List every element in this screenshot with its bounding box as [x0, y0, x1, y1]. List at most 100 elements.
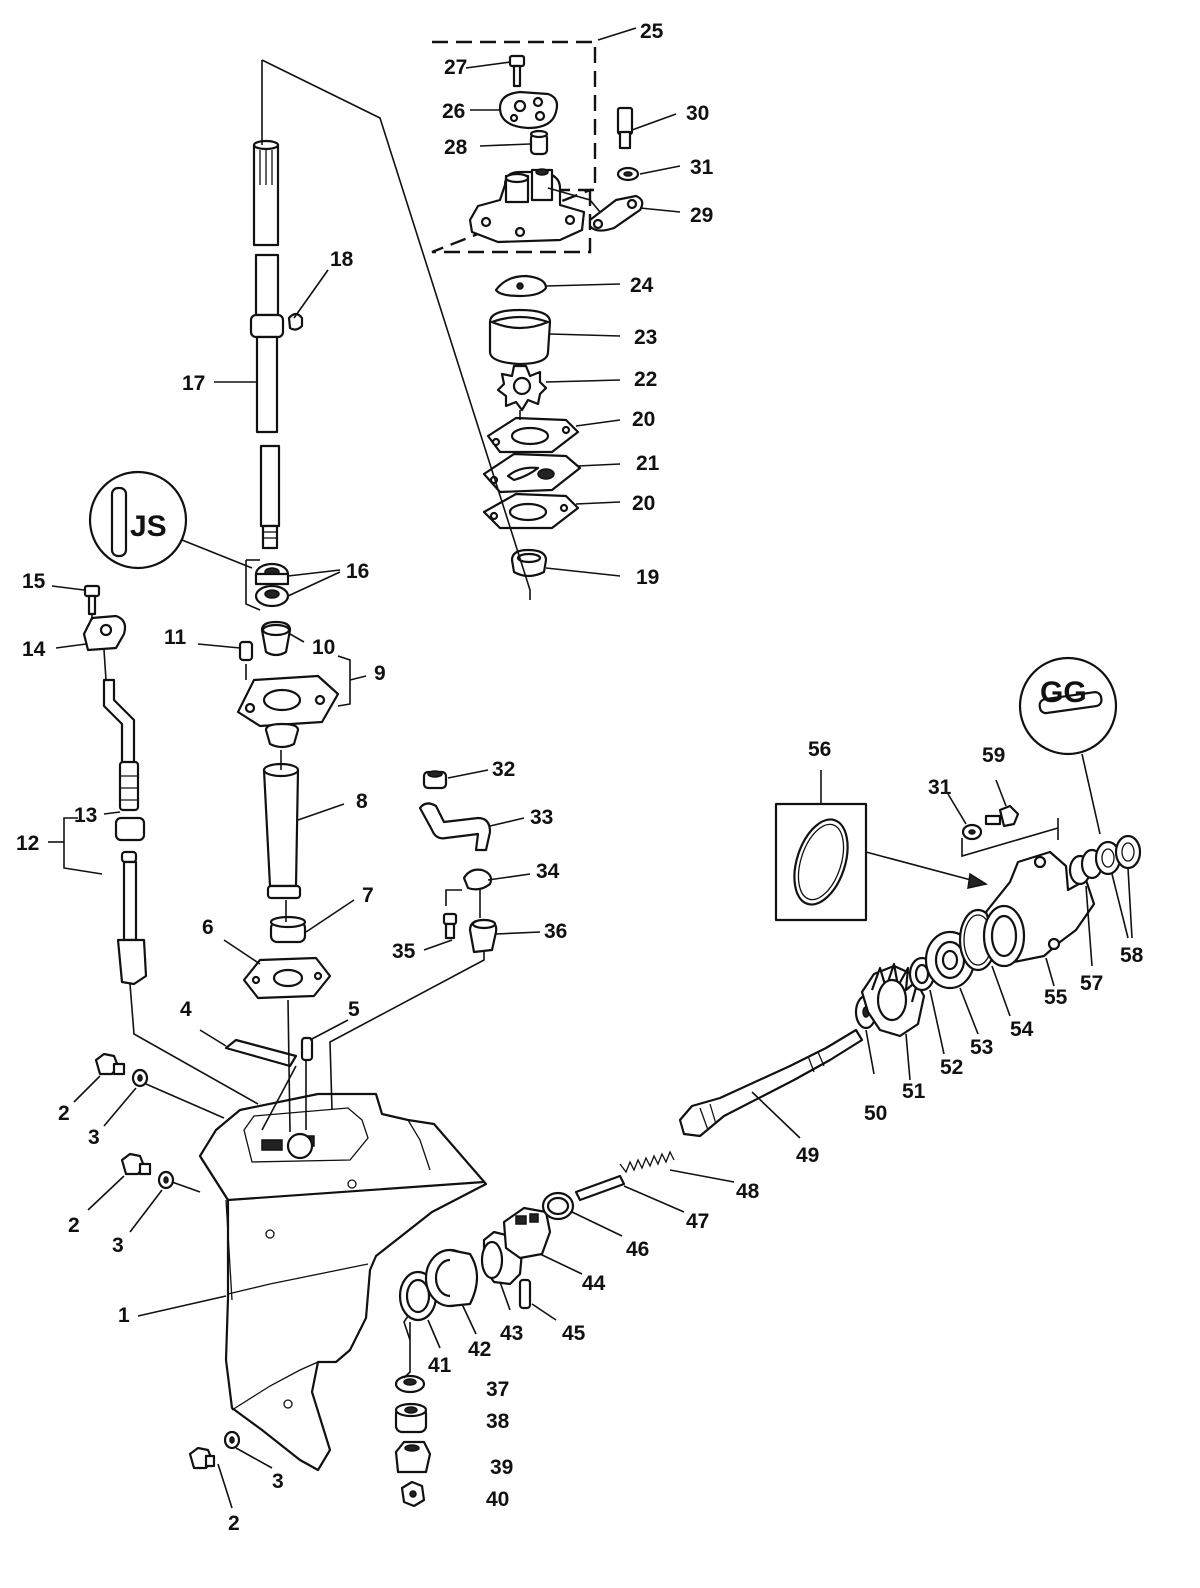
- callout-23: 23: [634, 326, 657, 349]
- part-10-bushing: [260, 620, 292, 657]
- part-8-guide-tube: [262, 762, 302, 900]
- callout-56: 56: [808, 738, 831, 761]
- part-42-bearing: [424, 1248, 479, 1308]
- callout-30: 30: [686, 102, 709, 125]
- callout-3-top: 3: [88, 1126, 100, 1149]
- grease-detail-left: JS: [88, 470, 253, 570]
- part-58-seals: [1094, 834, 1142, 876]
- callout-11: 11: [164, 626, 187, 649]
- part-29-clamp: [588, 194, 644, 232]
- callout-2-top: 2: [58, 1102, 70, 1125]
- part-28-bushing: [529, 129, 549, 156]
- part-15-screw: [83, 584, 101, 616]
- callout-4: 4: [180, 998, 192, 1021]
- part-33-water-tube: [418, 802, 492, 852]
- callout-29: 29: [690, 204, 713, 227]
- part-18-key: [287, 312, 304, 331]
- part-35-screw: [442, 912, 458, 940]
- part-46-ring: [541, 1191, 575, 1221]
- callout-32: 32: [492, 758, 515, 781]
- part-27-screw: [508, 54, 526, 88]
- grease-detail-right: GG: [1018, 656, 1118, 835]
- callout-26: 26: [442, 100, 465, 123]
- callout-55: 55: [1044, 986, 1068, 1009]
- callout-49: 49: [796, 1144, 819, 1167]
- callout-43: 43: [500, 1322, 523, 1345]
- part-30-bolt: [616, 106, 634, 150]
- callout-28: 28: [444, 136, 468, 159]
- part-11-dowel: [238, 640, 254, 662]
- callout-labels: 1 2 2 2 3 3 3 4 5 6 7 8 9 10 11 12 13 14…: [16, 20, 1144, 1535]
- part-9-oil-seal-housing: [236, 674, 340, 749]
- callout-19: 19: [636, 566, 659, 589]
- part-47-plunger: [574, 1174, 626, 1202]
- callout-9: 9: [374, 662, 386, 685]
- part-14-clamp: [82, 614, 127, 652]
- callout-14: 14: [22, 638, 46, 661]
- part-59-bolt: [984, 804, 1020, 828]
- callout-44: 44: [582, 1272, 606, 1295]
- callout-15: 15: [22, 570, 46, 593]
- callout-17: 17: [182, 372, 205, 395]
- callout-21: 21: [636, 452, 660, 475]
- callout-8: 8: [356, 790, 368, 813]
- part-5-dowel: [300, 1036, 314, 1062]
- callout-38: 38: [486, 1410, 510, 1433]
- callout-18: 18: [330, 248, 354, 271]
- callout-45: 45: [562, 1322, 586, 1345]
- part-40-nut: [400, 1480, 426, 1508]
- part-3-washer-top: [131, 1068, 149, 1088]
- part-12-shift-rod: [102, 678, 148, 986]
- callout-7: 7: [362, 884, 374, 907]
- callout-5: 5: [348, 998, 360, 1021]
- part-26-plate: [498, 90, 559, 130]
- part-2-bolt-top: [94, 1052, 126, 1076]
- callout-16: 16: [346, 560, 369, 583]
- callout-3-bottom: 3: [272, 1470, 284, 1493]
- assembly-lines: [48, 27, 1133, 1509]
- part-44-dog-clutch: [502, 1206, 552, 1260]
- callout-37: 37: [486, 1378, 509, 1401]
- part-23-insert: [488, 308, 552, 366]
- part-51-forward-gear: [860, 962, 926, 1038]
- part-1-gear-case: [198, 1092, 488, 1472]
- icon-grease-tube-right: GG: [1040, 676, 1087, 709]
- part-22-impeller: [496, 364, 548, 412]
- callout-53: 53: [970, 1036, 993, 1059]
- part-2-bolt-mid: [120, 1152, 152, 1176]
- part-24-plate: [494, 274, 548, 298]
- part-56-o-ring-detail: [774, 802, 868, 922]
- part-38-bushing: [394, 1402, 428, 1434]
- part-45-pin: [518, 1278, 532, 1310]
- callout-12: 12: [16, 832, 39, 855]
- part-20-gasket-lower: [482, 492, 580, 530]
- part-37-washer: [394, 1374, 426, 1394]
- part-32-grommet: [422, 770, 448, 790]
- callout-22: 22: [634, 368, 657, 391]
- callout-3-mid: 3: [112, 1234, 124, 1257]
- part-3-washer-bottom: [223, 1430, 241, 1450]
- callout-51: 51: [902, 1080, 926, 1103]
- part-21-outer-plate: [482, 452, 582, 494]
- part-7-seal: [269, 915, 307, 944]
- callout-54: 54: [1010, 1018, 1034, 1041]
- callout-20-upper: 20: [632, 408, 655, 431]
- callout-52: 52: [940, 1056, 963, 1079]
- callout-48: 48: [736, 1180, 760, 1203]
- callout-59: 59: [982, 744, 1005, 767]
- callout-6: 6: [202, 916, 214, 939]
- part-49-propeller-shaft: [678, 1028, 864, 1138]
- callout-57: 57: [1080, 972, 1103, 995]
- callout-41: 41: [428, 1354, 452, 1377]
- part-4-strip: [224, 1038, 298, 1068]
- icon-grease-tube-left: JS: [130, 510, 167, 543]
- callout-10: 10: [312, 636, 335, 659]
- part-34-seal: [462, 868, 493, 891]
- pump-housing: [468, 168, 586, 244]
- part-36-holder: [468, 918, 498, 954]
- callout-47: 47: [686, 1210, 709, 1233]
- callout-31-right: 31: [928, 776, 952, 799]
- callout-2-bottom: 2: [228, 1512, 240, 1535]
- callout-2-mid: 2: [68, 1214, 80, 1237]
- part-6-gasket: [242, 956, 332, 1000]
